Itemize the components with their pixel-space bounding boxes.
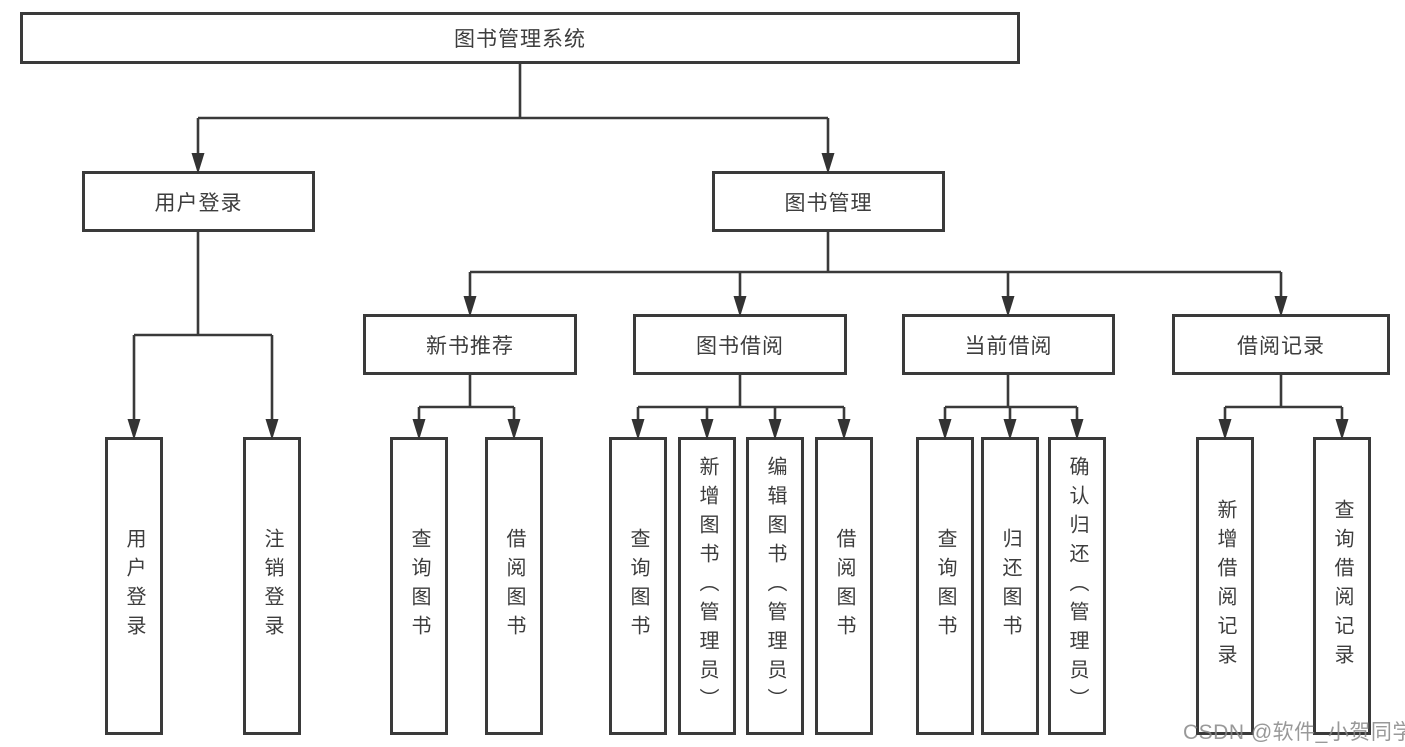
leaf-query-borrow-record: 查询借阅记录 [1313, 437, 1371, 735]
node-label: 新增借阅记录 [1214, 499, 1236, 673]
node-label: 确认归还（管理员） [1066, 455, 1088, 717]
leaf-logout-login: 注销登录 [243, 437, 301, 735]
node-current-borrowing: 当前借阅 [902, 314, 1115, 375]
leaf-query-books-recommend: 查询图书 [390, 437, 448, 735]
node-label: 用户登录 [154, 191, 243, 215]
leaf-user-login: 用户登录 [105, 437, 163, 735]
node-label: 图书管理 [784, 191, 873, 215]
node-new-book-recommendation: 新书推荐 [363, 314, 577, 375]
node-library-management-system: 图书管理系统 [20, 12, 1020, 64]
node-label: 查询借阅记录 [1331, 499, 1353, 673]
leaf-confirm-return-admin: 确认归还（管理员） [1048, 437, 1106, 735]
csdn-watermark: CSDN @软件_小贺同学 [1183, 721, 1405, 744]
node-label: 当前借阅 [964, 334, 1053, 358]
node-label: 借阅图书 [833, 528, 855, 644]
node-label: 查询图书 [408, 528, 430, 644]
node-label: 查询图书 [627, 528, 649, 644]
node-label: 用户登录 [123, 528, 145, 644]
node-user-login: 用户登录 [82, 171, 315, 232]
node-label: 编辑图书（管理员） [764, 455, 786, 717]
leaf-return-books: 归还图书 [981, 437, 1039, 735]
leaf-add-borrow-record: 新增借阅记录 [1196, 437, 1254, 735]
node-label: 查询图书 [934, 528, 956, 644]
node-label: 图书借阅 [696, 334, 784, 358]
node-label: 归还图书 [999, 528, 1021, 644]
leaf-add-books-admin: 新增图书（管理员） [678, 437, 736, 735]
leaf-edit-books-admin: 编辑图书（管理员） [746, 437, 804, 735]
node-book-borrowing: 图书借阅 [633, 314, 847, 375]
node-label: 借阅记录 [1237, 334, 1325, 358]
node-label: 新书推荐 [426, 334, 514, 358]
leaf-borrow-books-recommend: 借阅图书 [485, 437, 543, 735]
node-book-management: 图书管理 [712, 171, 945, 232]
leaf-query-books-borrowing: 查询图书 [609, 437, 667, 735]
node-label: 注销登录 [261, 528, 283, 644]
leaf-query-books-current: 查询图书 [916, 437, 974, 735]
node-label: 新增图书（管理员） [696, 455, 718, 717]
node-label: 图书管理系统 [454, 28, 586, 51]
node-borrowing-records: 借阅记录 [1172, 314, 1390, 375]
leaf-borrow-books-borrowing: 借阅图书 [815, 437, 873, 735]
node-label: 借阅图书 [503, 528, 525, 644]
